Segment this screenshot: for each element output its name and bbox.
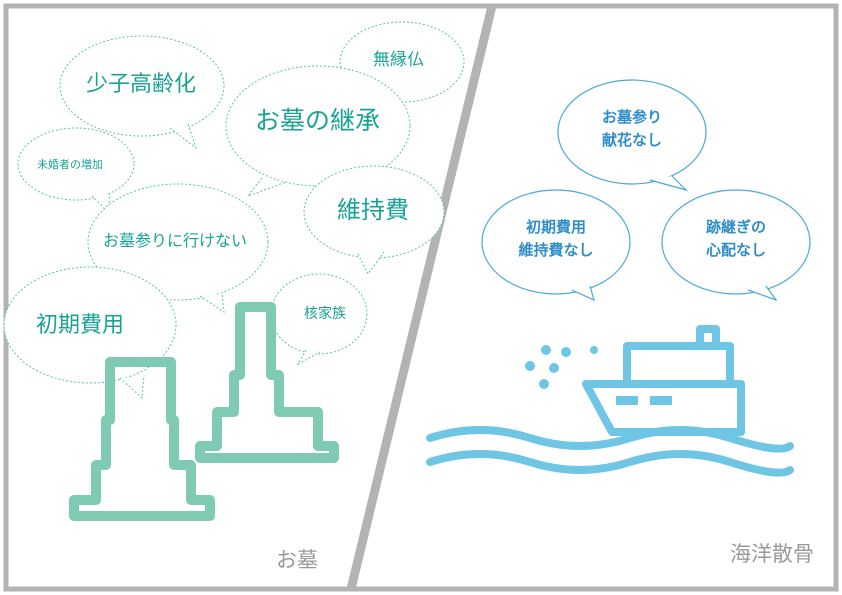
right-panel-frame [349,3,839,592]
benefit-no-cost-text: 初期費用 維持費なし [500,216,612,263]
sea-scattering-caption: 海洋散骨 [730,542,814,566]
worry-omairi-text: お墓参りに行けない [103,231,248,250]
bubble-shoki [3,266,177,400]
ash-particles [525,345,598,389]
grave-stones-icon [69,302,339,521]
worry-mikon-text: 未婚者の増加 [37,158,103,171]
benefit-no-heir-line2: 心配なし [705,241,766,260]
benefit-no-visit-line1: お墓参り [601,108,662,126]
left-panel-frame [3,3,494,592]
worry-shoki-text: 初期費用 [36,313,125,338]
worry-shoshi-text: 少子高齢化 [86,72,197,97]
benefit-no-heir-text: 跡継ぎの 心配なし [686,216,786,263]
wave-lower [426,450,794,477]
ship-hull [582,380,745,436]
bubble-no-heir [661,189,811,302]
worry-keisho-text: お墓の継承 [255,106,381,135]
benefit-no-cost-line1: 初期費用 [525,218,586,236]
wave-upper [426,426,794,453]
ship-window [650,396,672,405]
bubble-iji [303,165,445,275]
worry-iji-text: 維持費 [337,196,409,224]
benefit-no-cost-line2: 維持費なし [518,241,594,260]
bubble-no-visit [557,79,707,192]
worry-kaku-text: 核家族 [304,306,346,322]
benefit-no-visit-line2: 献花なし [601,131,662,150]
bubble-shoshi [59,35,225,150]
bubble-omairi [87,183,269,314]
benefit-no-visit-text: お墓参り 献花なし [582,106,682,153]
ship-cabin [623,342,734,388]
grave-caption: お墓 [276,548,318,572]
benefit-no-heir-line1: 跡継ぎの [705,218,766,236]
bubble-mikon [17,127,135,214]
ship-on-waves-icon [426,325,794,477]
ship-funnel [696,325,720,350]
bubble-no-cost [481,189,631,302]
bubble-kaku [270,273,368,366]
worry-muen-text: 無縁仏 [373,50,424,70]
ship-window [616,396,638,405]
